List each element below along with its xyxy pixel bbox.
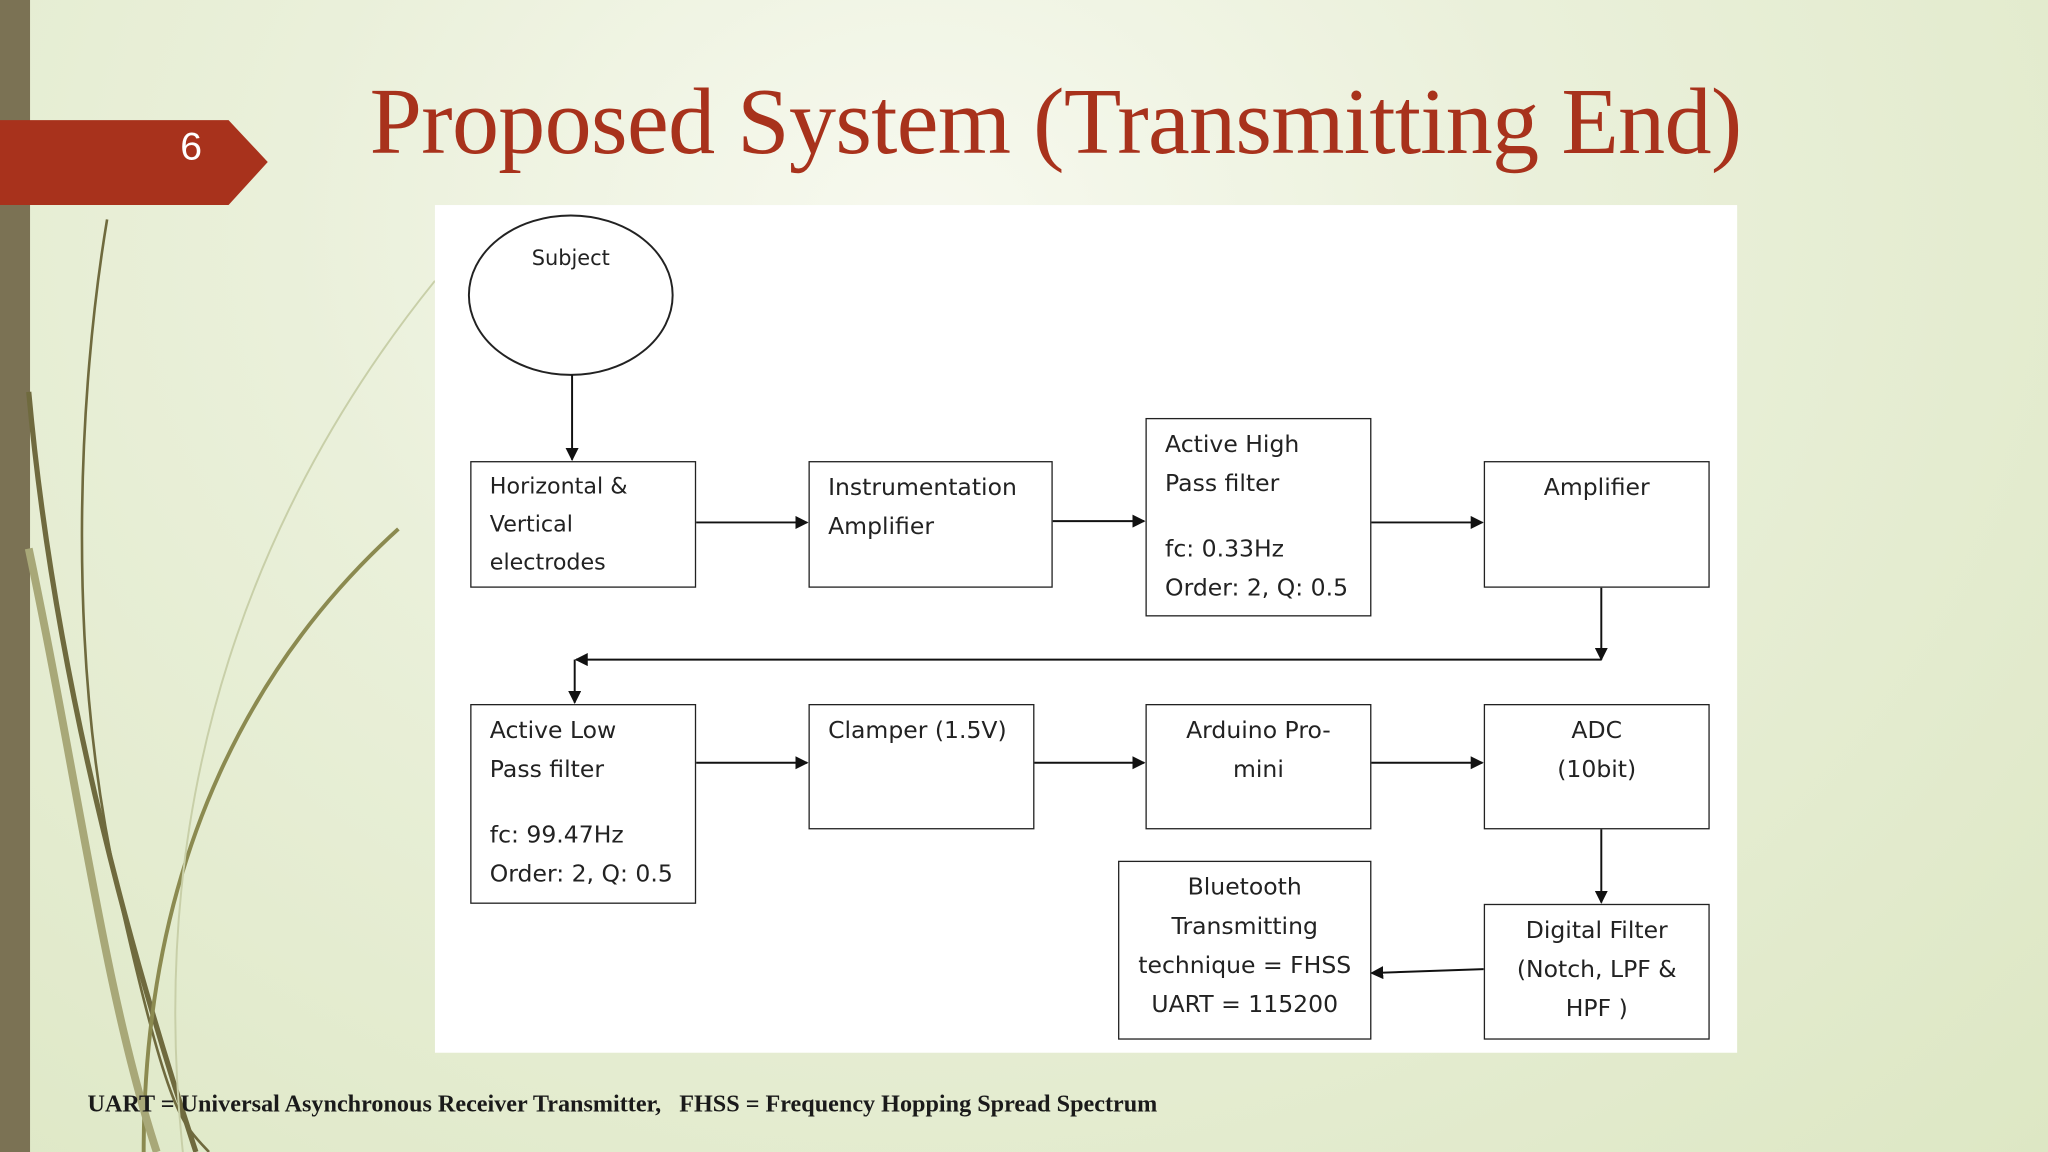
block-line: Order: 2, Q: 0.5: [489, 860, 673, 889]
block-line: Horizontal &: [489, 474, 628, 501]
block-line: Bluetooth: [1187, 873, 1302, 902]
arduino-block: Arduino Pro- mini: [1145, 703, 1372, 830]
block-line: Digital Filter: [1525, 916, 1668, 945]
block-line: Active Low: [489, 717, 617, 745]
amplifier-block: Amplifier: [1483, 461, 1710, 588]
block-line: Transmitting: [1171, 912, 1318, 941]
arrow-digitalfilter-bluetooth: [1370, 966, 1484, 980]
block-line: Vertical: [489, 511, 573, 539]
block-line: UART = 115200: [1151, 991, 1339, 1019]
slide-number: 6: [180, 125, 203, 169]
block-line: technique = FHSS: [1138, 952, 1352, 980]
block-line: Instrumentation: [828, 474, 1017, 502]
block-line: mini: [1232, 756, 1284, 784]
block-line: HPF ): [1565, 995, 1628, 1023]
curve-2: [26, 391, 199, 1152]
adc-block: ADC (10bit): [1483, 703, 1710, 830]
bluetooth-block: Bluetooth Transmitting technique = FHSS …: [1118, 860, 1372, 1040]
block-line: Amplifier: [828, 513, 934, 541]
low-pass-filter-block: Active Low Pass filter fc: 99.47Hz Order…: [470, 703, 697, 904]
instrumentation-amplifier-block: Instrumentation Amplifier: [808, 461, 1053, 588]
clamper-block: Clamper (1.5V): [808, 703, 1035, 830]
block-line: electrodes: [489, 549, 606, 576]
curve-3: [141, 527, 400, 1152]
footnote: UART = Universal Asynchronous Receiver T…: [87, 1091, 1158, 1119]
block-line: (10bit): [1557, 756, 1637, 784]
block-line: Pass filter: [489, 756, 604, 784]
block-line: fc: 99.47Hz: [489, 821, 624, 849]
slide-number-tag: [0, 120, 268, 206]
digital-filter-block: Digital Filter (Notch, LPF & HPF ): [1483, 903, 1710, 1040]
subject-label: Subject: [531, 245, 610, 271]
electrodes-block: Horizontal & Vertical electrodes: [470, 461, 697, 588]
block-line: ADC: [1571, 717, 1623, 745]
curve-5: [24, 547, 161, 1152]
block-line: Arduino Pro-: [1186, 717, 1331, 745]
block-line: Active High: [1165, 431, 1300, 459]
block-line: Clamper (1.5V): [828, 717, 1007, 745]
subject-node: [467, 214, 674, 376]
curve-4: [174, 280, 436, 1152]
block-line: Pass filter: [1165, 470, 1280, 498]
block-line: (Notch, LPF &: [1516, 956, 1677, 984]
block-line: fc: 0.33Hz: [1165, 535, 1285, 563]
curve-1: [80, 219, 210, 1152]
high-pass-filter-block: Active High Pass filter fc: 0.33Hz Order…: [1145, 417, 1372, 617]
block-line: Amplifier: [1543, 474, 1650, 502]
block-line: Order: 2, Q: 0.5: [1165, 574, 1349, 603]
slide-title: Proposed System (Transmitting End): [369, 69, 1743, 174]
